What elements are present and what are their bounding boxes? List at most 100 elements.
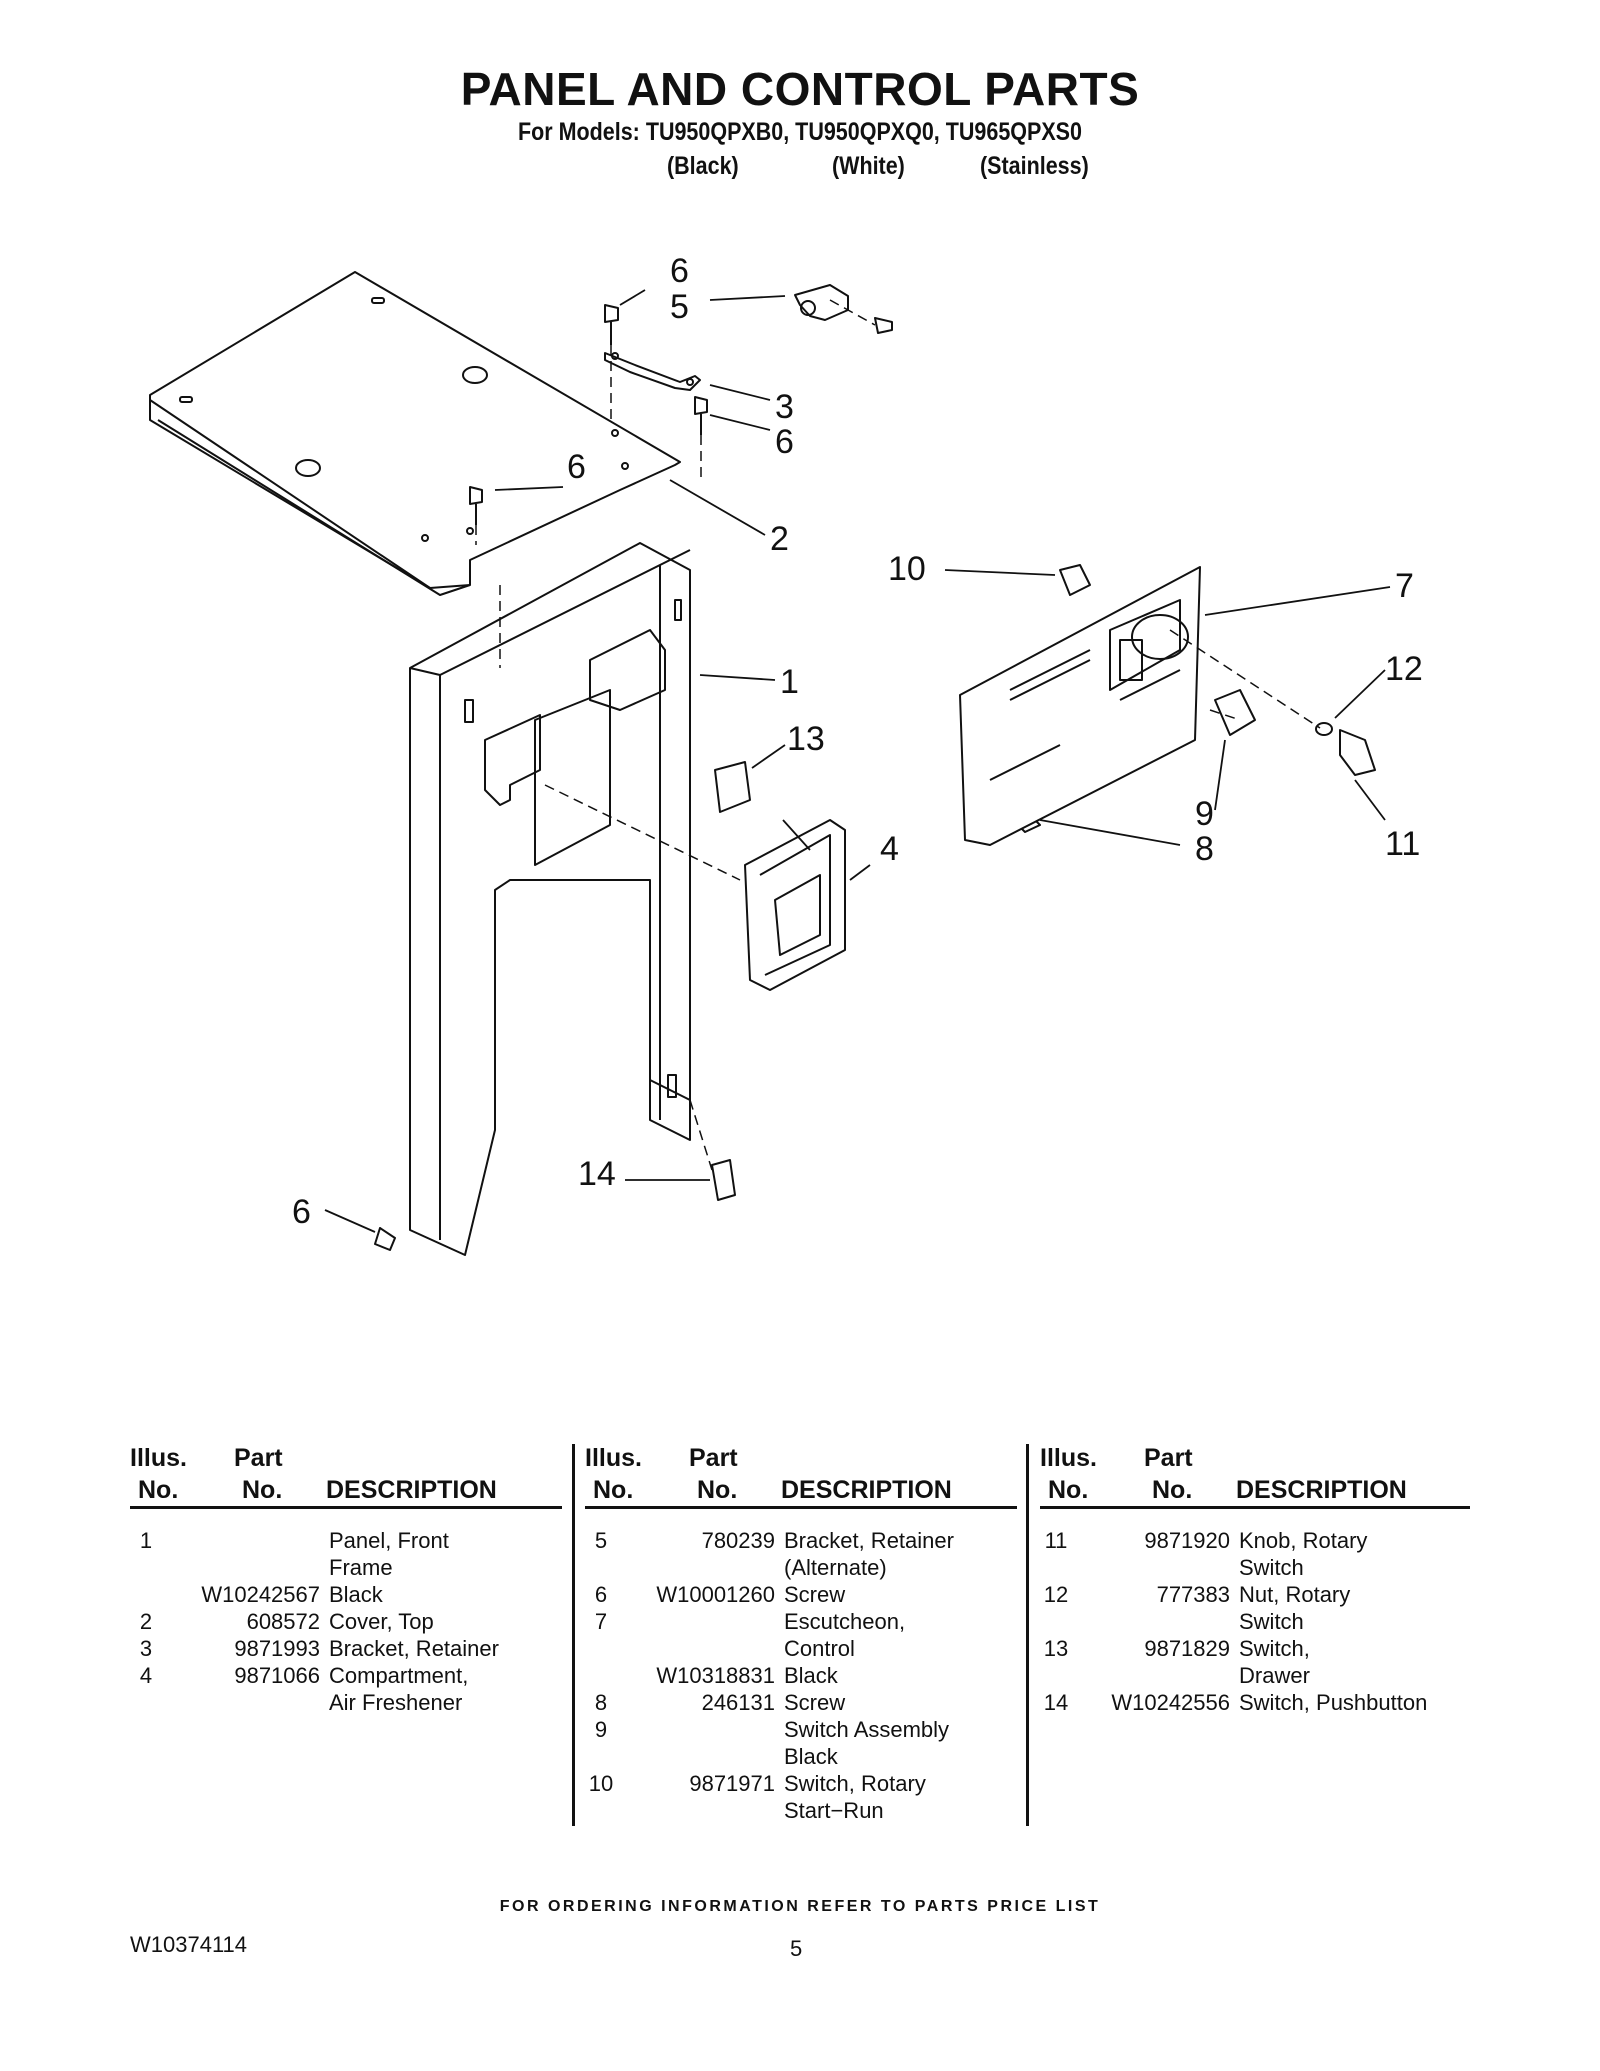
part-number: W10242567 bbox=[201, 1582, 320, 1607]
callout-2: 2 bbox=[770, 520, 789, 558]
illus-number: 8 bbox=[594, 1690, 608, 1715]
parts-row: 12 777383 Nut, Rotary bbox=[1040, 1581, 1470, 1608]
part-description: Bracket, Retainer bbox=[329, 1636, 499, 1661]
part-number: 246131 bbox=[701, 1690, 775, 1715]
parts-row: W10242567 Black bbox=[130, 1581, 562, 1608]
pushbutton-switch-part bbox=[711, 1159, 736, 1201]
part-number: 9871066 bbox=[234, 1663, 320, 1688]
parts-row: Black bbox=[585, 1743, 1017, 1770]
illus-number: 11 bbox=[1044, 1528, 1068, 1553]
illus-number: 3 bbox=[139, 1636, 153, 1661]
switch-assembly-part bbox=[1214, 689, 1256, 736]
part-description: Knob, Rotary bbox=[1239, 1528, 1368, 1553]
callout-14: 14 bbox=[578, 1155, 616, 1193]
part-number: 9871829 bbox=[1144, 1636, 1230, 1661]
callout-6b: 6 bbox=[775, 423, 794, 461]
drawer-switch-part bbox=[714, 761, 751, 813]
illus-number: 7 bbox=[594, 1609, 608, 1634]
document-number: W10374114 bbox=[130, 1932, 248, 1957]
callout-11: 11 bbox=[1385, 825, 1420, 863]
callout-6a: 6 bbox=[670, 252, 689, 290]
header-description: DESCRIPTION bbox=[1236, 1476, 1407, 1504]
front-frame-part bbox=[409, 542, 691, 1256]
color-black: (Black) bbox=[667, 152, 739, 180]
parts-row: Switch bbox=[1040, 1554, 1470, 1581]
illus-number: 12 bbox=[1043, 1582, 1069, 1607]
part-number: W10001260 bbox=[656, 1582, 775, 1607]
control-escutcheon-part bbox=[959, 566, 1201, 846]
callout-1: 1 bbox=[780, 663, 799, 701]
header-description: DESCRIPTION bbox=[781, 1476, 952, 1504]
rotary-switch-part bbox=[1059, 564, 1091, 596]
header-illus: Illus. bbox=[130, 1444, 187, 1472]
parts-row: Control bbox=[585, 1635, 1017, 1662]
part-description: Switch, Rotary bbox=[784, 1771, 926, 1796]
part-number: 9871920 bbox=[1144, 1528, 1230, 1553]
part-description: (Alternate) bbox=[784, 1555, 887, 1580]
parts-row: Drawer bbox=[1040, 1662, 1470, 1689]
callout-4: 4 bbox=[880, 830, 899, 868]
parts-row: (Alternate) bbox=[585, 1554, 1017, 1581]
header-part: Part bbox=[689, 1444, 738, 1472]
part-description: Black bbox=[329, 1582, 383, 1607]
illus-number: 13 bbox=[1043, 1636, 1069, 1661]
column-divider bbox=[1026, 1444, 1029, 1826]
illus-number: 4 bbox=[139, 1663, 153, 1688]
color-white: (White) bbox=[832, 152, 905, 180]
part-number: 777383 bbox=[1156, 1582, 1230, 1607]
part-description: Start−Run bbox=[784, 1798, 884, 1823]
part-description: Switch, bbox=[1239, 1636, 1310, 1661]
column-header: Illus. No. Part No. DESCRIPTION bbox=[1040, 1444, 1470, 1509]
part-number: 9871971 bbox=[689, 1771, 775, 1796]
part-description: Black bbox=[784, 1663, 838, 1688]
callout-8: 8 bbox=[1195, 830, 1214, 868]
callout-9: 9 bbox=[1195, 795, 1214, 833]
part-description: Screw bbox=[784, 1582, 846, 1607]
illus-number: 14 bbox=[1043, 1690, 1069, 1715]
column-header: Illus. No. Part No. DESCRIPTION bbox=[585, 1444, 1017, 1509]
knob-part bbox=[1339, 729, 1376, 776]
part-description: Control bbox=[784, 1636, 855, 1661]
callout-10: 10 bbox=[888, 550, 926, 588]
part-description: Escutcheon, bbox=[784, 1609, 906, 1634]
callout-labels: 6 5 3 6 6 2 1 13 4 10 7 12 9 8 11 14 6 bbox=[292, 252, 1423, 1231]
bracket-retainer-part bbox=[604, 352, 701, 391]
parts-row: Start−Run bbox=[585, 1797, 1017, 1824]
page-title: PANEL AND CONTROL PARTS bbox=[460, 63, 1140, 115]
column-header: Illus. No. Part No. DESCRIPTION bbox=[130, 1444, 562, 1509]
illus-number: 2 bbox=[139, 1609, 153, 1634]
assembly-lines bbox=[475, 299, 1321, 1171]
parts-row: 7 Escutcheon, bbox=[585, 1608, 1017, 1635]
callout-13: 13 bbox=[787, 720, 825, 758]
header-part-no: No. bbox=[1152, 1476, 1193, 1504]
illus-number: 10 bbox=[588, 1771, 614, 1796]
callout-7: 7 bbox=[1395, 567, 1414, 605]
part-description: Panel, Front bbox=[329, 1528, 449, 1553]
header-illus: Illus. bbox=[1040, 1444, 1097, 1472]
part-description: Switch bbox=[1239, 1609, 1304, 1634]
part-description: Black bbox=[784, 1744, 838, 1769]
nut-part bbox=[1315, 722, 1333, 736]
part-description: Switch, Pushbutton bbox=[1239, 1690, 1428, 1715]
callout-3: 3 bbox=[775, 388, 794, 426]
parts-column-3: Illus. No. Part No. DESCRIPTION 11 987192… bbox=[1040, 1444, 1470, 1716]
column-divider bbox=[572, 1444, 575, 1826]
air-freshener-compartment-part bbox=[744, 819, 846, 991]
part-description: Nut, Rotary bbox=[1239, 1582, 1351, 1607]
part-description: Cover, Top bbox=[329, 1609, 434, 1634]
top-cover-part bbox=[149, 271, 681, 596]
header-part: Part bbox=[1144, 1444, 1193, 1472]
illus-number: 5 bbox=[594, 1528, 608, 1553]
header-illus: Illus. bbox=[585, 1444, 642, 1472]
parts-row: 11 9871920 Knob, Rotary bbox=[1040, 1527, 1470, 1554]
leader-arrows bbox=[324, 289, 1391, 1233]
